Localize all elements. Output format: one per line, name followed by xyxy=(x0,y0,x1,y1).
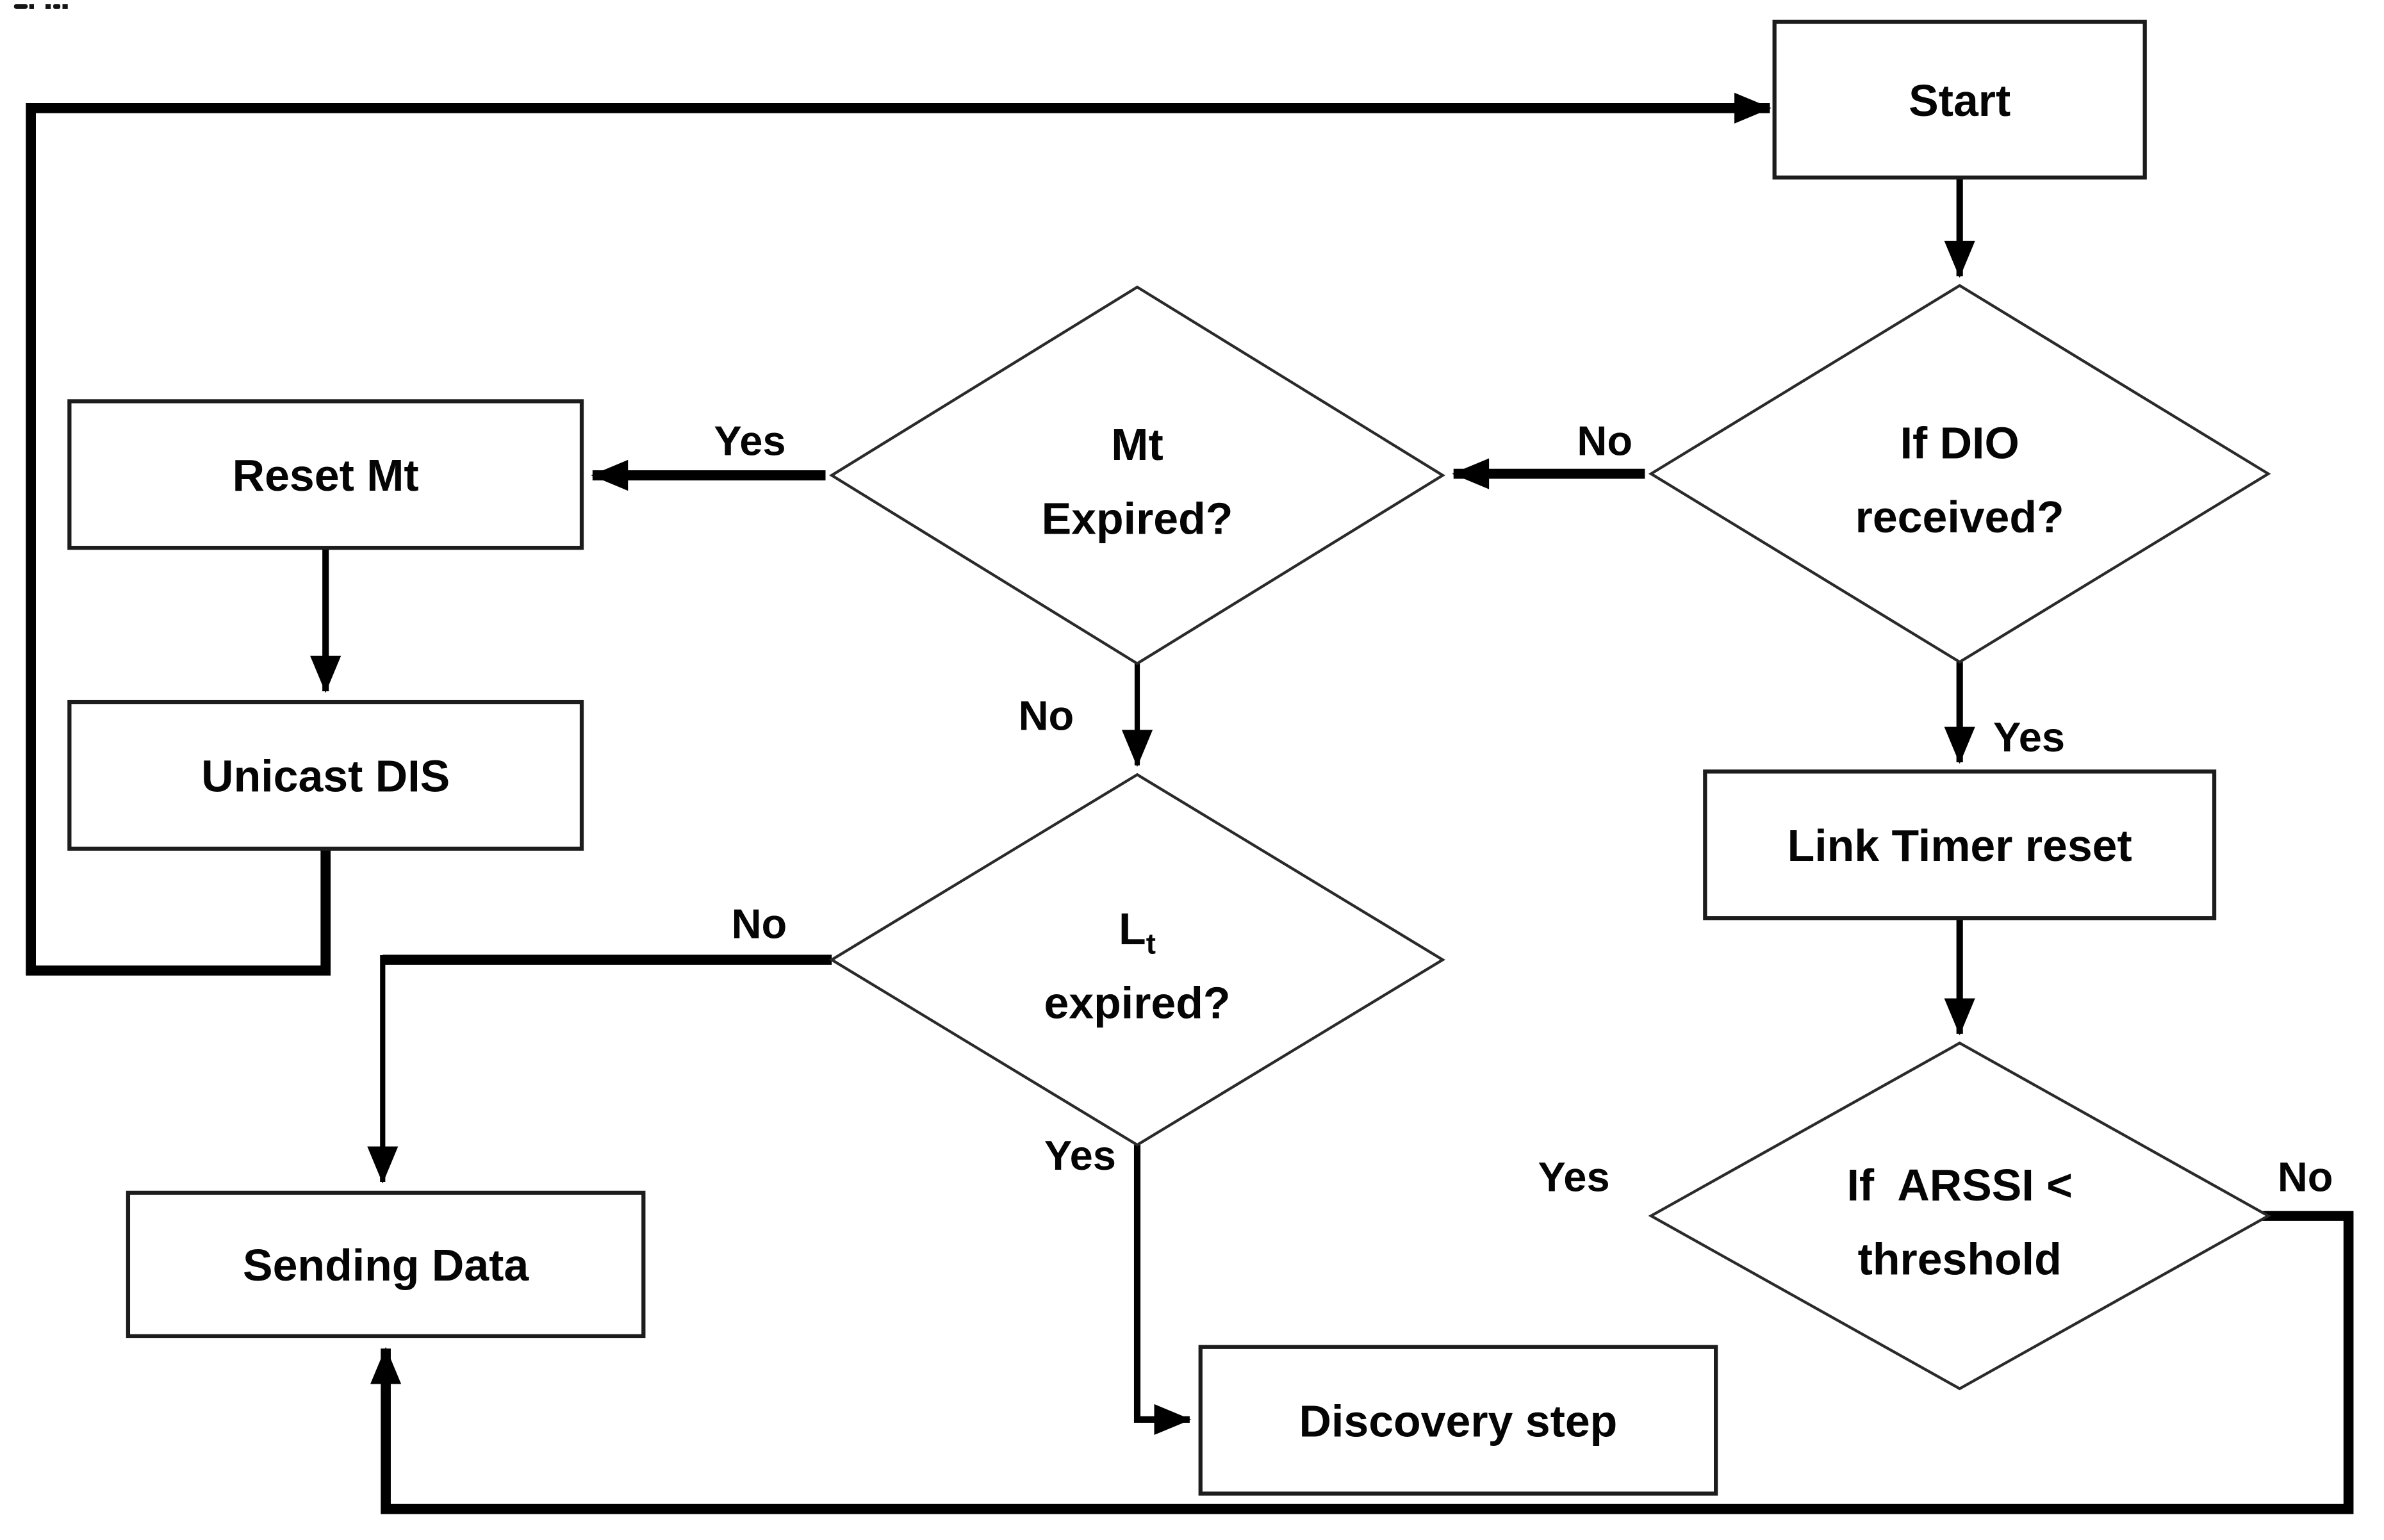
svg-text:Unicast DIS: Unicast DIS xyxy=(201,751,450,801)
node-discovery-step: Discovery step xyxy=(1198,1345,1718,1496)
node-arssi-decision: If ARSSI < threshold xyxy=(1648,1041,2271,1391)
svg-text:Start: Start xyxy=(1909,76,2010,126)
svg-text:Mt: Mt xyxy=(1111,420,1163,470)
node-start: Start xyxy=(1772,19,2147,180)
edge-arssi-no-to-sending xyxy=(370,1211,2354,1514)
node-dio-decision: If DIO received? xyxy=(1648,284,2271,664)
svg-text:expired?: expired? xyxy=(1044,978,1230,1028)
svg-text:Sending Data: Sending Data xyxy=(243,1240,529,1290)
node-unicast-dis: Unicast DIS xyxy=(67,700,584,851)
svg-text:If ARSSI <: If ARSSI < xyxy=(1846,1160,2072,1210)
svg-text:threshold: threshold xyxy=(1858,1234,2062,1284)
svg-text:Reset Mt: Reset Mt xyxy=(233,450,419,500)
clipped-text-fragment xyxy=(13,4,68,9)
label-mt-no: No xyxy=(1019,692,1074,739)
edge-lt-yes-to-discovery xyxy=(1133,1145,1192,1436)
label-lt-no: No xyxy=(732,901,787,947)
node-mt-decision: Mt Expired? xyxy=(829,285,1445,666)
svg-text:received?: received? xyxy=(1855,492,2064,542)
label-dio-no: No xyxy=(1577,418,1632,464)
svg-text:Discovery step: Discovery step xyxy=(1299,1396,1618,1446)
edge-unicast-dis-to-start xyxy=(26,92,1772,976)
label-lt-yes: Yes xyxy=(1044,1132,1116,1179)
svg-text:If DIO: If DIO xyxy=(1900,418,2019,468)
svg-text:Lt: Lt xyxy=(1119,904,1156,960)
node-sending-data: Sending Data xyxy=(126,1190,646,1339)
label-arssi-yes: Yes xyxy=(1538,1153,1610,1200)
label-mt-yes: Yes xyxy=(714,418,785,464)
node-link-timer-reset: Link Timer reset xyxy=(1703,769,2217,921)
node-reset-mt: Reset Mt xyxy=(67,399,584,550)
node-lt-decision: Lt expired? xyxy=(828,773,1446,1147)
label-arssi-no: No xyxy=(2278,1153,2333,1200)
svg-text:Expired?: Expired? xyxy=(1042,494,1233,544)
svg-text:Link Timer reset: Link Timer reset xyxy=(1788,821,2132,871)
label-dio-yes: Yes xyxy=(1993,714,2065,760)
